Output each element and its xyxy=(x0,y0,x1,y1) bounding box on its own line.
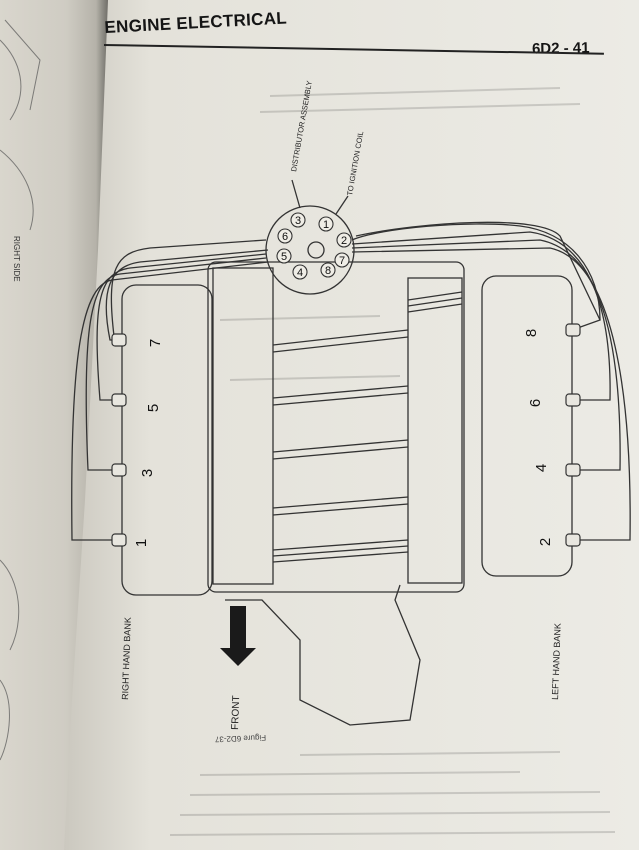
distributor-terminal-5: 5 xyxy=(281,251,287,263)
front-arrow-icon xyxy=(220,606,256,666)
figure-caption: Figure 6D2-37 xyxy=(214,733,266,744)
intake-manifold xyxy=(212,267,274,585)
distributor-terminal-2: 2 xyxy=(341,235,347,247)
right-bank-label: RIGHT HAND BANK xyxy=(120,617,133,700)
left-bank-cylinder: 2 xyxy=(537,538,554,546)
left-bank-cylinder: 6 xyxy=(527,399,544,407)
left-bank-plenum xyxy=(407,277,463,584)
distributor-terminal-7: 7 xyxy=(339,255,345,267)
front-label: FRONT xyxy=(230,695,242,730)
distributor-terminal-1: 1 xyxy=(323,219,329,231)
right-bank-cylinder: 7 xyxy=(147,339,164,347)
left-bank-cylinder: 8 xyxy=(523,329,540,337)
left-page-fragment: RIGHT SIDE xyxy=(12,236,21,282)
left-bank-label: LEFT HAND BANK xyxy=(550,623,563,700)
distributor-terminal-8: 8 xyxy=(325,265,331,277)
right-bank-cylinder: 3 xyxy=(139,469,156,477)
left-bank-cylinder: 4 xyxy=(533,464,550,472)
distributor-center xyxy=(307,241,325,259)
right-bank-head xyxy=(121,284,213,596)
left-bank-head xyxy=(481,275,573,577)
distributor-terminal-6: 6 xyxy=(282,231,288,243)
right-bank-cylinder: 5 xyxy=(145,404,162,412)
distributor-terminal-4: 4 xyxy=(297,267,303,279)
right-bank-cylinder: 1 xyxy=(133,539,150,547)
distributor-terminal-3: 3 xyxy=(295,215,301,227)
